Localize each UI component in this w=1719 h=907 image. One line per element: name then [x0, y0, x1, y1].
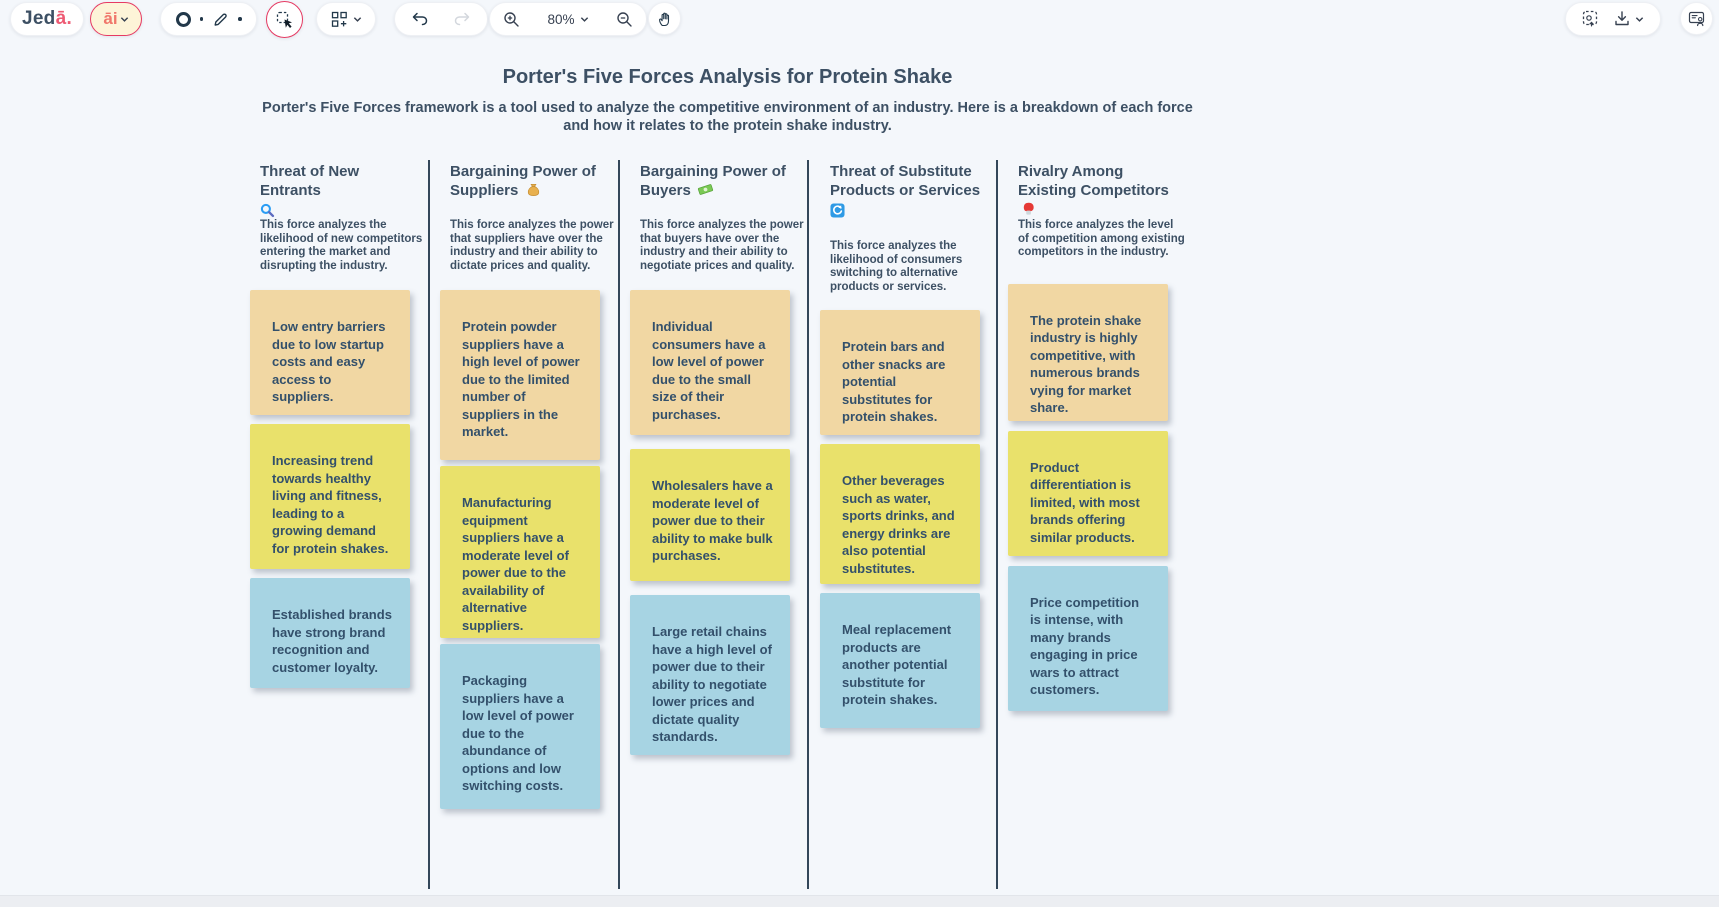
page-title: Porter's Five Forces Analysis for Protei…	[502, 66, 953, 88]
pencil-tool-icon[interactable]	[212, 11, 229, 28]
select-tool-icon	[276, 11, 292, 28]
zoom-controls: 80%	[489, 2, 647, 36]
undo-icon[interactable]	[411, 11, 429, 27]
column-divider	[807, 160, 809, 889]
chevron-down-icon	[353, 16, 361, 22]
boxing-glove-emoji-icon	[1023, 202, 1034, 215]
zoom-in-icon[interactable]	[503, 11, 520, 28]
force-column-new-entrants: Threat of New Entrants This force analyz…	[250, 162, 422, 688]
sticky-note[interactable]: Product differentiation is limited, with…	[1008, 430, 1168, 556]
force-description: This force analyzes the level of competi…	[1018, 219, 1185, 258]
logo-text-primary: Jed	[21, 8, 56, 29]
force-description: This force analyzes the power that suppl…	[450, 219, 614, 272]
force-description: This force analyzes the likelihood of ne…	[260, 219, 423, 272]
chevron-down-icon	[580, 16, 588, 22]
draw-tools-group	[160, 2, 257, 36]
window-bottom-edge	[0, 895, 1719, 907]
sticky-note[interactable]: Meal replacement products are another po…	[820, 593, 980, 728]
column-divider	[996, 160, 998, 889]
ai-button-label: āi	[103, 9, 118, 28]
select-tool-button[interactable]	[266, 1, 303, 38]
chevron-down-icon	[120, 16, 128, 22]
force-column-substitutes: Threat of Substitute Products or Service…	[820, 162, 990, 728]
download-icon	[1615, 11, 1629, 26]
download-button[interactable]	[1613, 10, 1644, 28]
force-description: This force analyzes the likelihood of co…	[830, 240, 963, 293]
sticky-note[interactable]: Other beverages such as water, sports dr…	[820, 444, 980, 584]
page-subtitle: Porter's Five Forces framework is a tool…	[262, 100, 1193, 135]
sticky-note[interactable]: Protein bars and other snacks are potent…	[820, 310, 980, 435]
force-title: Bargaining Power of Suppliers	[450, 163, 596, 199]
force-title: Threat of New Entrants	[250, 162, 420, 219]
column-divider	[428, 160, 430, 889]
board-title-block: Porter's Five Forces Analysis for Protei…	[255, 66, 1200, 135]
history-group	[394, 2, 488, 36]
zoom-out-icon[interactable]	[616, 11, 633, 28]
present-button[interactable]	[1680, 2, 1713, 35]
column-divider	[618, 160, 620, 889]
tool-dot-indicator	[199, 17, 203, 21]
banknote-emoji-icon	[697, 184, 714, 195]
sticky-note[interactable]: Low entry barriers due to low startup co…	[250, 290, 410, 415]
money-bag-emoji-icon	[527, 183, 539, 196]
force-title: Rivalry Among Existing Competitors	[1008, 162, 1178, 219]
force-title: Bargaining Power of Buyers	[640, 163, 786, 199]
sticky-note[interactable]: Established brands have strong brand rec…	[250, 578, 410, 688]
circle-tool-icon[interactable]	[175, 11, 191, 27]
magnifier-emoji-icon	[260, 203, 275, 218]
hand-tool-icon	[658, 12, 669, 26]
sticky-note[interactable]: Individual consumers have a low level of…	[630, 290, 790, 435]
force-title: Threat of Substitute Products or Service…	[820, 162, 990, 240]
shapes-grid-icon	[331, 11, 347, 27]
sticky-note[interactable]: Protein powder suppliers have a high lev…	[440, 290, 600, 460]
logo-text-accent: ā.	[55, 8, 73, 29]
sticky-note[interactable]: Packaging suppliers have a low level of …	[440, 644, 600, 809]
ai-menu-button[interactable]: āi	[90, 2, 142, 36]
refresh-arrows-emoji-icon	[830, 203, 845, 218]
sticky-note[interactable]: Price competition is intense, with many …	[1008, 565, 1168, 711]
capture-icon[interactable]	[1582, 10, 1601, 29]
export-group	[1565, 2, 1661, 36]
redo-icon	[454, 12, 470, 26]
hand-pan-tool-button[interactable]	[648, 2, 681, 35]
force-description: This force analyzes the power that buyer…	[640, 219, 804, 272]
zoom-level-dropdown[interactable]: 80%	[547, 12, 588, 27]
tool-dot-indicator	[238, 17, 242, 21]
sticky-note[interactable]: Large retail chains have a high level of…	[630, 595, 790, 755]
force-column-supplier-power: Bargaining Power of Suppliers This force…	[440, 162, 614, 809]
zoom-level-value: 80%	[547, 11, 575, 27]
sticky-note[interactable]: Increasing trend towards healthy living …	[250, 424, 410, 569]
force-column-buyer-power: Bargaining Power of Buyers This force an…	[630, 162, 804, 755]
force-column-rivalry: Rivalry Among Existing Competitors This …	[1008, 162, 1185, 711]
shapes-menu-button[interactable]	[316, 2, 376, 36]
present-icon	[1688, 11, 1704, 26]
chevron-down-icon	[1635, 16, 1644, 22]
sticky-note[interactable]: The protein shake industry is highly com…	[1008, 283, 1168, 421]
sticky-note[interactable]: Manufacturing equipment suppliers have a…	[440, 466, 600, 638]
sticky-note[interactable]: Wholesalers have a moderate level of pow…	[630, 449, 790, 581]
